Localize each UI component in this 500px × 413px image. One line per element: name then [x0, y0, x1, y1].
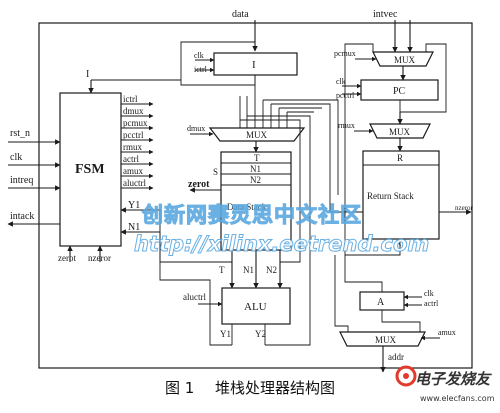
logo-text: 电子发烧友: [415, 370, 491, 388]
clk-label: clk: [10, 152, 22, 163]
fsm-n1-label: N1: [128, 222, 140, 233]
figure-title: 堆栈处理器结构图: [215, 379, 336, 397]
fsm-i-input-label: I: [86, 69, 89, 80]
fsm-out-aluctrl: aluctrl: [123, 178, 146, 188]
address-mux: [339, 331, 426, 347]
pc-mux-label: MUX: [394, 55, 416, 65]
data-stack-s-label: S: [213, 167, 218, 177]
return-stack: [362, 150, 440, 240]
data-mux-inputs: [239, 75, 363, 213]
fsm-out-pcmux: pcmux: [123, 118, 148, 128]
rmux-sel-label: rmux: [338, 121, 355, 130]
return-mux: [369, 123, 431, 139]
intvec-input-label: intvec: [373, 9, 398, 20]
fsm-out-actrl: actrl: [123, 154, 139, 164]
dmux-sel-label: dmux: [187, 124, 205, 133]
areg-ctrl-label: actrl: [424, 299, 439, 308]
logo-url: www.elecfans.com: [420, 394, 495, 403]
figure-number: 图 1: [164, 379, 195, 397]
fsm-out-ictrl: ictrl: [123, 94, 138, 104]
ds-out-t-label: T: [219, 265, 225, 275]
areg-label: A: [377, 297, 385, 308]
amux-sel-label: amux: [438, 328, 456, 337]
data-stack-n1-row: N1: [250, 164, 261, 174]
figure-caption: 图 1 堆栈处理器结构图: [0, 377, 500, 398]
alu-y1-label: Y1: [220, 329, 231, 339]
alu-y2-label: Y2: [255, 329, 266, 339]
instruction-register: [213, 52, 298, 76]
watermark-chinese: 创新网赛灵思中文社区: [142, 203, 362, 228]
addr-output-label: addr: [388, 352, 404, 362]
fsm-nzeror-label: nzeror: [88, 253, 111, 263]
ireg-ctrl-label: ictrl: [194, 65, 208, 74]
data-input-label: data: [232, 9, 249, 20]
intreq-label: intreq: [10, 175, 33, 186]
fsm-out-rmux: rmux: [123, 142, 142, 152]
ds-out-n2-label: N2: [266, 265, 277, 275]
pc-ctrl-label: pcctrl: [336, 91, 355, 100]
aluctrl-label: aluctrl: [183, 292, 206, 302]
ireg-label: I: [252, 59, 256, 71]
fsm-zerot-label: zerot: [58, 253, 76, 263]
data-stack: [220, 151, 292, 251]
nzeror-out-label: nzeror: [455, 204, 474, 212]
alu-block: [221, 287, 291, 325]
ds-out-n1-label: N1: [243, 265, 254, 275]
alu-label: ALU: [244, 301, 267, 313]
data-stack-n2-row: N2: [250, 175, 261, 185]
intack-label: intack: [10, 211, 34, 222]
return-stack-top-label: R: [397, 153, 403, 163]
fsm-output-arrows: [121, 101, 154, 191]
logo-mark-icon: [395, 365, 417, 387]
fsm-out-dmux: dmux: [123, 106, 144, 116]
fsm-label: FSM: [75, 162, 105, 177]
fsm-out-pcctrl: pcctrl: [123, 130, 144, 140]
watermark-url: http://xilinx.eetrend.com: [133, 232, 430, 257]
areg-clk-label: clk: [424, 289, 434, 298]
fsm-block: [59, 92, 122, 247]
pc-label: PC: [393, 86, 406, 97]
ireg-clk-label: clk: [194, 51, 204, 60]
address-mux-label: MUX: [375, 335, 397, 345]
zerot-box-label: zerot: [188, 179, 210, 190]
pc-clk-label: clk: [336, 77, 346, 86]
data-mux-label: MUX: [246, 130, 268, 140]
pc-register: [360, 79, 439, 101]
pc-mux: [372, 51, 434, 67]
data-mux: [208, 127, 306, 142]
return-mux-label: MUX: [389, 127, 411, 137]
fsm-out-amux: amux: [123, 166, 143, 176]
data-stack-t-row: T: [254, 153, 260, 163]
return-stack-bottom-label: R: [396, 239, 402, 248]
return-stack-label: Return Stack: [367, 191, 414, 201]
rst-n-label: rst_n: [10, 128, 30, 139]
fsm-y1-label: Y1: [128, 200, 140, 211]
data-stack-label: Data Stack: [227, 202, 267, 212]
elecfans-logo: [395, 365, 417, 387]
